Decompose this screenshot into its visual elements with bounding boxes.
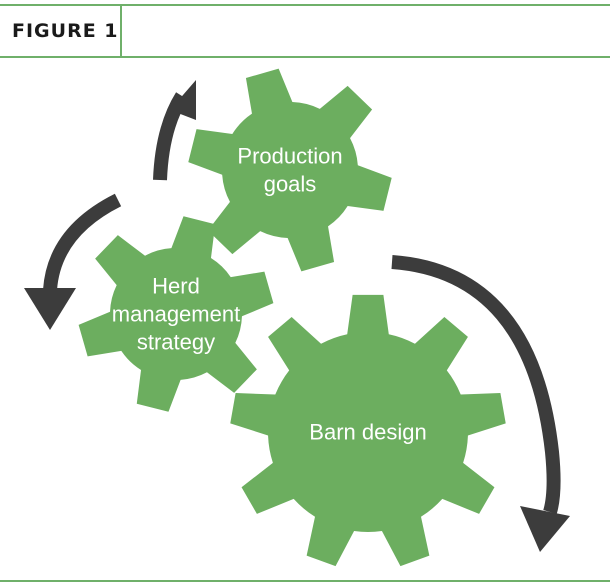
arrow-to-barn-design-shaft (391, 255, 561, 515)
top-rule (0, 4, 610, 6)
arrow-to-barn-design (391, 255, 570, 552)
cycle-arrows (24, 80, 570, 552)
figure-header: FIGURE 1 (0, 6, 610, 56)
arrow-to-herd-management (24, 193, 122, 330)
gear-label-herd-management-strategy: management (112, 302, 240, 327)
gear-shape-herd-management-strategy (78, 216, 274, 412)
gear-shape-production-goals (188, 68, 392, 272)
gear-production-goals: Production goals (188, 68, 392, 272)
gear-label-herd-management-strategy: strategy (137, 330, 215, 355)
gear-barn-design: Barn design (230, 294, 506, 567)
gear-label-herd-management-strategy: Herd (152, 274, 200, 299)
header-divider (120, 6, 122, 56)
figure-label: FIGURE 1 (12, 20, 119, 42)
bottom-rule (0, 580, 610, 582)
arrow-to-herd-management-head (24, 288, 76, 330)
arrow-to-production-goals (153, 80, 196, 181)
gear-label-production-goals: Production (237, 144, 342, 169)
gear-label-barn-design: Barn design (309, 420, 426, 445)
arrow-to-barn-design-head (520, 506, 570, 552)
arrow-to-production-goals-head (170, 80, 196, 120)
gear-herd-management-strategy: Herd management strategy (78, 216, 274, 412)
gear-label-production-goals: goals (264, 172, 317, 197)
header-rule (0, 56, 610, 58)
gear-shape-barn-design (230, 294, 506, 567)
arrow-to-herd-management-shaft (43, 193, 122, 291)
